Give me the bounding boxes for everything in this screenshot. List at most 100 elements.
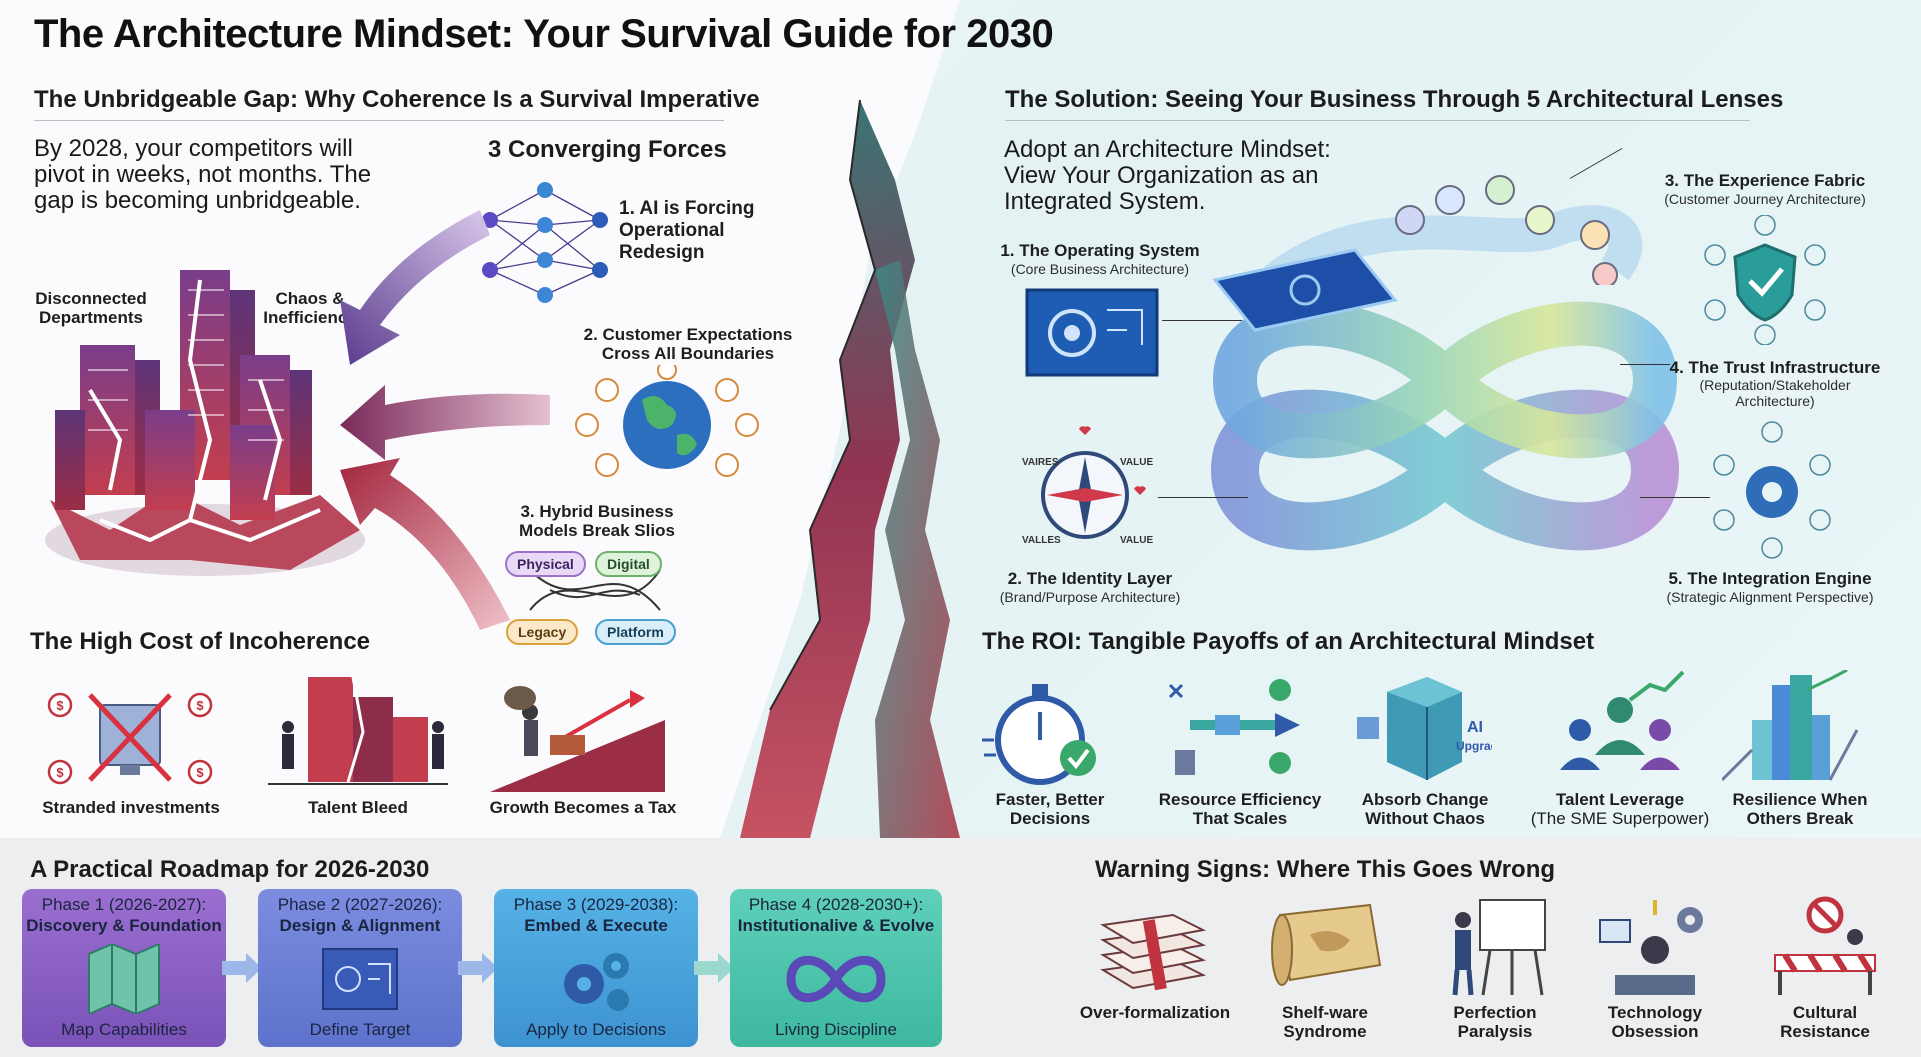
warning-5-line-2: Resistance — [1780, 1022, 1870, 1041]
gap-text-line-3: gap is becoming unbridgeable. — [34, 187, 361, 214]
gap-heading: The Unbridgeable Gap: Why Coherence Is a… — [34, 86, 760, 113]
roi-4-line-2: (The SME Superpower) — [1530, 809, 1710, 828]
lens-4-subtitle-line-2: Architecture) — [1735, 393, 1815, 409]
roi-2-label: Resource Efficiency That Scales — [1150, 790, 1330, 828]
warning-2-label: Shelf-ware Syndrome — [1250, 1003, 1400, 1041]
phase-1-name: Discovery & Foundation — [26, 916, 222, 935]
warning-2-line-1: Shelf-ware — [1282, 1003, 1368, 1022]
experience-fabric-pins — [1395, 175, 1618, 285]
chip-platform: Platform — [595, 619, 676, 645]
chip-legacy: Legacy — [506, 619, 579, 645]
force-3-line-1: 3. Hybrid Business — [520, 502, 674, 521]
roi-4-line-1: Talent Leverage — [1555, 790, 1685, 809]
phase-2-name: Design & Alignment — [279, 916, 441, 935]
identity-compass-icon: VAIRES VALUE VALLES VALUE — [1022, 426, 1153, 546]
lens-4-subtitle-line-1: (Reputation/Stakeholder — [1699, 377, 1851, 393]
gap-text-line-1: By 2028, your competitors will — [34, 135, 353, 162]
gap-text: By 2028, your competitors will pivot in … — [34, 136, 414, 214]
solution-heading: The Solution: Seeing Your Business Throu… — [1005, 86, 1784, 113]
phase-4-bottom: Living Discipline — [775, 1020, 897, 1039]
warning-5-label: Cultural Resistance — [1750, 1003, 1900, 1041]
adopt-text: Adopt an Architecture Mindset: View Your… — [1004, 137, 1384, 215]
roi-2-line-1: Resource Efficiency — [1158, 790, 1322, 809]
blueprint-gear-icon — [1025, 288, 1159, 377]
lens-3-subtitle: (Customer Journey Architecture) — [1664, 191, 1866, 207]
force-3-line-2: Models Break Slios — [519, 521, 675, 540]
chip-physical: Physical — [505, 551, 586, 577]
solution-heading-rule — [1005, 120, 1750, 121]
compass-word-4: VALUE — [1120, 535, 1153, 546]
over-formalization-icon — [1100, 913, 1207, 991]
roi-1-line-1: Faster, Better — [995, 790, 1105, 809]
lens-4-connector — [1620, 364, 1670, 365]
phase-4-name: Institutionalive & Evolve — [737, 916, 935, 935]
infinity-icon — [786, 955, 886, 1003]
cultural-resistance-icon — [1774, 896, 1876, 995]
warning-4-line-2: Obsession — [1611, 1022, 1699, 1041]
integration-engine-gear-icon — [1713, 421, 1831, 559]
adopt-line-3: Integrated System. — [1004, 188, 1206, 215]
lens-2-connector — [1158, 497, 1248, 498]
roi-3-line-1: Absorb Change — [1361, 790, 1489, 809]
gears-icon — [564, 953, 629, 1011]
lens-1-title: 1. The Operating System — [1000, 241, 1200, 260]
svg-text:$: $ — [196, 698, 204, 713]
tangled-lines-icon — [529, 569, 661, 611]
warning-5-line-1: Cultural — [1792, 1003, 1858, 1022]
warning-3-line-2: Paralysis — [1457, 1022, 1533, 1041]
phase-2-bottom: Define Target — [309, 1020, 411, 1039]
lens-1-connector — [1162, 320, 1242, 321]
adopt-line-1: Adopt an Architecture Mindset: — [1004, 136, 1331, 163]
neural-network-icon — [482, 182, 608, 303]
phase-3-bottom: Apply to Decisions — [526, 1020, 666, 1039]
force-1-label: 1. AI is Forcing Operational Redesign — [619, 198, 755, 264]
forces-heading: 3 Converging Forces — [488, 136, 727, 163]
chasm-cliff-illustration — [740, 99, 960, 838]
lens-3-title: 3. The Experience Fabric — [1664, 171, 1866, 190]
roi-3-label: Absorb Change Without Chaos — [1340, 790, 1510, 828]
resilience-tower-icon — [1722, 670, 1859, 782]
roadmap-heading: A Practical Roadmap for 2026-2030 — [30, 856, 430, 883]
warning-1-label: Over-formalization — [1079, 1003, 1231, 1022]
map-icon — [88, 944, 160, 1014]
lens-4-subtitle: (Reputation/Stakeholder Architecture) — [1660, 377, 1890, 409]
svg-text:$: $ — [56, 698, 64, 713]
shelf-ware-scroll-icon — [1271, 903, 1382, 986]
gap-text-line-2: pivot in weeks, not months. The — [34, 161, 372, 188]
compass-word-1: VAIRES — [1022, 457, 1059, 468]
resource-efficiency-icon — [1168, 679, 1300, 775]
globe-customer-icon — [575, 365, 759, 477]
phase-4-title: Phase 4 (2028-2030+): — [748, 895, 924, 914]
cost-stranded-label: Stranded investments — [42, 798, 220, 817]
cost-talent-label: Talent Bleed — [308, 798, 408, 817]
force-3-label: 3. Hybrid Business Models Break Slios — [497, 502, 697, 540]
roi-4-label: Talent Leverage (The SME Superpower) — [1530, 790, 1710, 828]
phase-4-card: Phase 4 (2028-2030+): Institutionalive &… — [730, 889, 942, 1047]
ai-upgrade-title: AI — [1467, 719, 1483, 736]
roi-5-line-2: Others Break — [1746, 809, 1854, 828]
stopwatch-check-icon — [982, 684, 1096, 785]
phase-3-name: Embed & Execute — [524, 916, 668, 935]
lens-2-title: 2. The Identity Layer — [1007, 569, 1173, 588]
force-1-line-1: 1. AI is Forcing — [619, 198, 755, 219]
blueprint-icon — [322, 948, 398, 1010]
converging-arrows — [340, 210, 550, 630]
lens-5-subtitle: (Strategic Alignment Perspective) — [1666, 589, 1874, 605]
roi-5-label: Resilience When Others Break — [1710, 790, 1890, 828]
label-chaos-line-2: Inefficiency — [263, 308, 357, 327]
roi-5-line-1: Resilience When — [1732, 790, 1868, 809]
force-2-label: 2. Customer Expectations Cross All Bound… — [578, 325, 798, 363]
trust-shield-network-icon — [1704, 215, 1826, 345]
phase-1-card: Phase 1 (2026-2027): Discovery & Foundat… — [22, 889, 226, 1047]
gap-heading-rule — [34, 120, 724, 121]
force-2-line-2: Cross All Boundaries — [601, 344, 775, 363]
absorb-change-cube-icon: AI Upgrade — [1357, 677, 1492, 780]
phase-arrow-3 — [694, 953, 734, 983]
adopt-line-2: View Your Organization as an — [1004, 162, 1319, 189]
warning-3-label: Perfection Paralysis — [1420, 1003, 1570, 1041]
lens-4-title: 4. The Trust Infrastructure — [1669, 358, 1881, 377]
technology-obsession-icon — [1599, 900, 1703, 995]
lens-2-subtitle: (Brand/Purpose Architecture) — [999, 589, 1181, 605]
roi-heading: The ROI: Tangible Payoffs of an Architec… — [982, 628, 1595, 655]
label-chaos-line-1: Chaos & — [275, 289, 345, 308]
